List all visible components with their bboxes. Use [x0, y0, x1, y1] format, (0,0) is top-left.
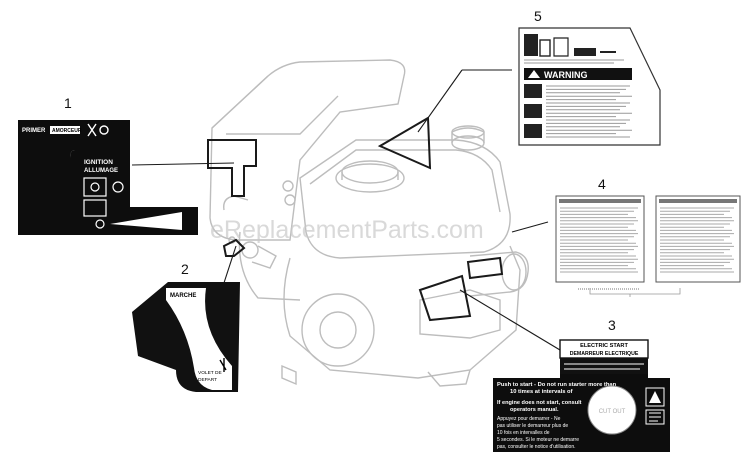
decal3-line3: If engine does not start, consult [497, 400, 582, 406]
decal-2: MARCHE VOLET DE DEPART [132, 282, 240, 392]
decal-5: WARNING [518, 27, 661, 146]
decal3-line4: operators manual. [510, 407, 559, 413]
cutout-circle [587, 385, 637, 435]
decal3-fr2: pas utiliser le demarreur plus de [497, 423, 568, 429]
fuel-can-icon [524, 34, 538, 56]
hazard-icon-2 [524, 104, 542, 118]
decal1-ignition: IGNITION [84, 159, 113, 166]
decal3-fr4: 5 secondes. Si le moteur ne demarre [497, 437, 579, 443]
callout-3: 3 [608, 317, 616, 333]
throttle-slope-icon [95, 212, 182, 230]
callout-5: 5 [534, 8, 542, 24]
decal1-allumage: ALLUMAGE [84, 168, 118, 174]
decal4-label-left [555, 195, 645, 283]
decal3-fr1: Appuyez pour demarrer - Ne [497, 416, 561, 422]
decal4-label-right [655, 195, 741, 283]
decal5-warning: WARNING [544, 70, 588, 80]
ignition-icons [83, 177, 124, 217]
decal3-line2: 10 times at intervals of [510, 389, 573, 395]
engine-drawing [209, 59, 529, 387]
callout-numbers: 1 2 3 4 5 [64, 8, 616, 333]
warning-icon [528, 70, 540, 78]
decal3-fr3: 10 fois en intervalles de [497, 430, 550, 436]
hazard-icon-1 [524, 84, 542, 98]
decal3-fr5: pas, consulter le notice d'utilisation. [497, 444, 576, 450]
decal3-title2: DEMARREUR ELECTRIQUE [570, 351, 639, 357]
warning-triangle-icon [649, 391, 661, 403]
callout-4: 4 [598, 176, 606, 192]
decal-1: PRIMER AMORCEUR IGNITION ALLUMAGE [18, 120, 198, 235]
callout-1: 1 [64, 95, 72, 111]
decal-4 [555, 195, 741, 297]
callout-2: 2 [181, 261, 189, 277]
decal1-amorceur: AMORCEUR [52, 128, 82, 134]
decal2-volet1: VOLET DE [198, 370, 222, 376]
primer-bulb-icon [87, 123, 109, 137]
decal2-marche: MARCHE [170, 293, 196, 299]
decal1-primer: PRIMER [22, 128, 46, 134]
decal-placements [207, 116, 504, 322]
choke-icon [219, 358, 227, 372]
decal2-volet2: DEPART [198, 377, 217, 383]
watermark-text: eReplacementParts.com [210, 216, 484, 244]
decal3-cutout: CUT OUT [599, 409, 626, 415]
decal-3: ELECTRIC START DEMARREUR ELECTRIQUE Push… [493, 339, 670, 452]
decal3-line1: Push to start - Do not run starter more … [497, 382, 617, 388]
hazard-icon-3 [524, 124, 542, 138]
decal3-title1: ELECTRIC START [580, 343, 628, 349]
manual-book-icon [645, 409, 665, 425]
decal1-amorceur-box [50, 126, 80, 134]
